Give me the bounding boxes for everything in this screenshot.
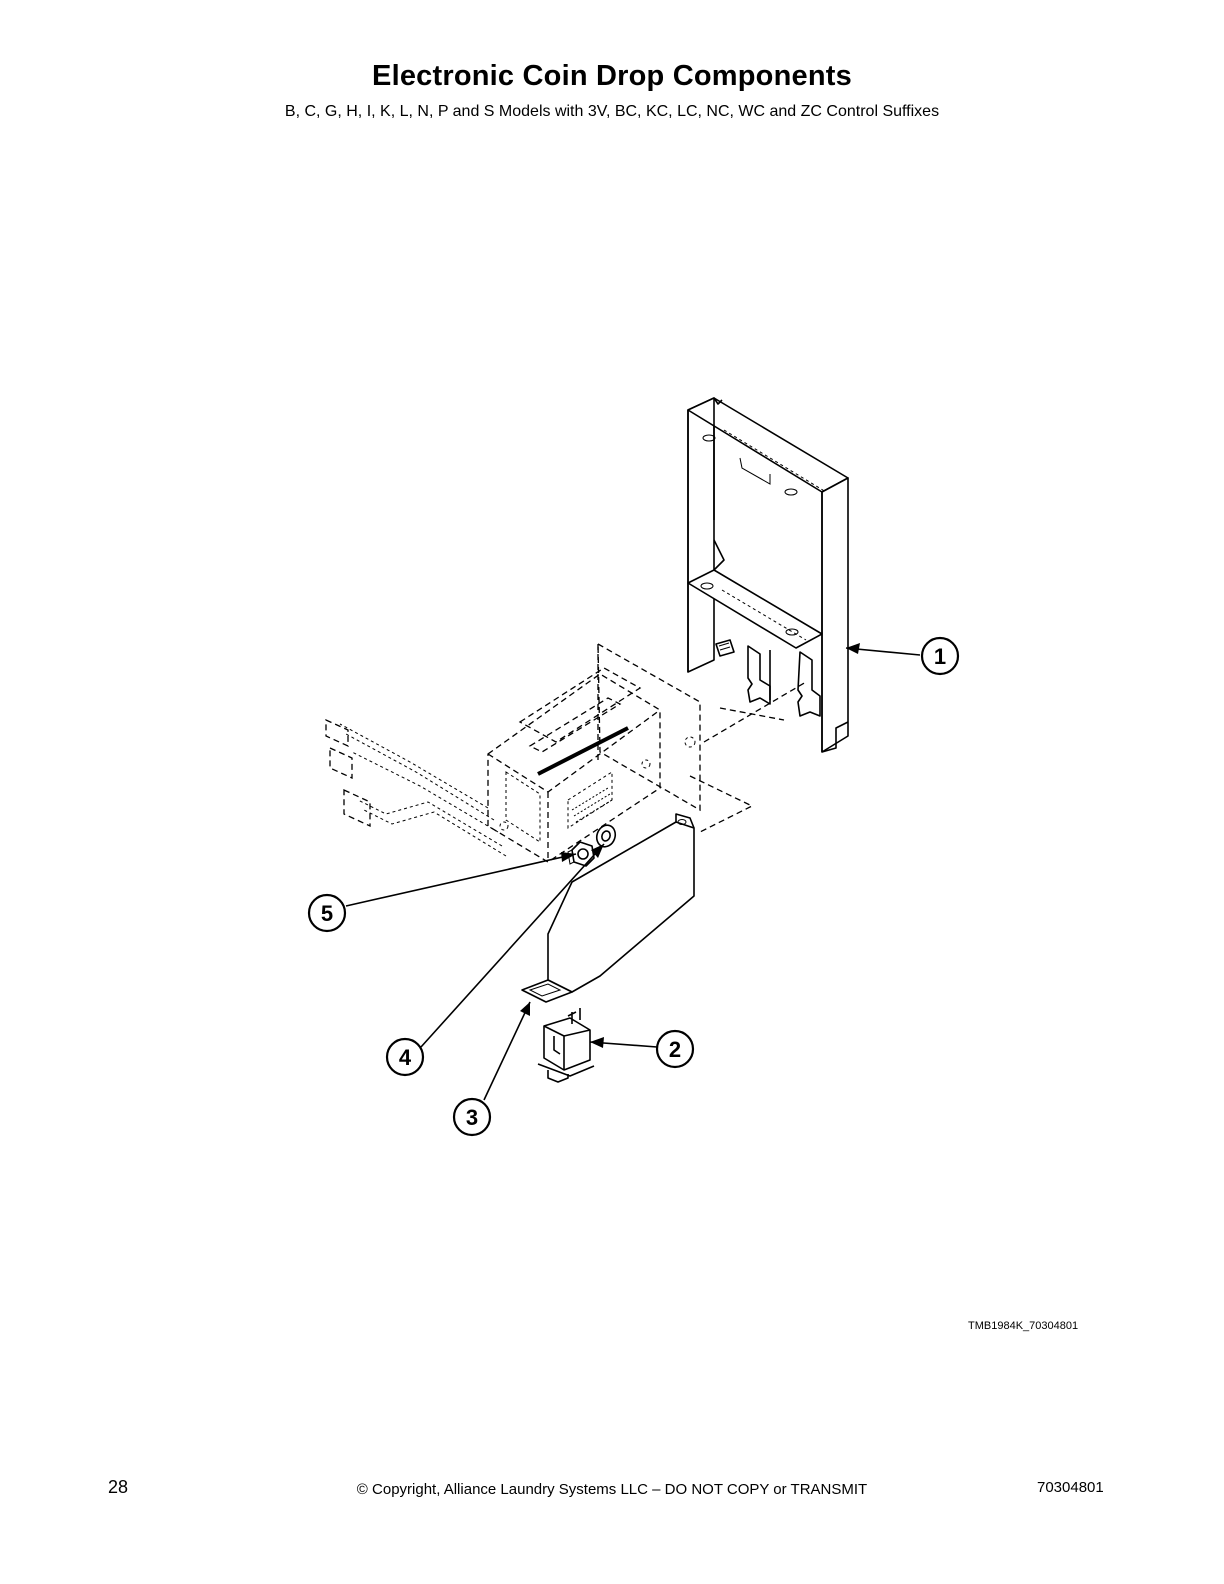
callout-2: 2: [655, 1029, 695, 1069]
part-3-switch-bracket: [521, 813, 695, 1003]
callout-4-label: 4: [399, 1045, 412, 1070]
document-number: 70304801: [1037, 1479, 1104, 1496]
callout-5: 5: [307, 893, 347, 933]
callout-4: 4: [385, 1037, 425, 1077]
control-module-assembly: [325, 642, 701, 863]
alignment-lines: [689, 681, 807, 833]
callout-1: 1: [920, 636, 960, 676]
part-2-micro-switch: [537, 1008, 595, 1083]
callout-2-label: 2: [669, 1037, 681, 1062]
page-number: 28: [108, 1477, 129, 1497]
copyright-notice: © Copyright, Alliance Laundry Systems LL…: [356, 1481, 868, 1498]
callout-3-label: 3: [466, 1105, 478, 1130]
callout-3: 3: [452, 1097, 492, 1137]
callout-5-label: 5: [321, 901, 333, 926]
leader-lines: [345, 643, 921, 1101]
page-title: Electronic Coin Drop Components: [372, 60, 852, 92]
page-subtitle: B, C, G, H, I, K, L, N, P and S Models w…: [284, 103, 940, 120]
part-1-mounting-bracket: [687, 397, 849, 753]
drawing-id: TMB1984K_70304801: [968, 1320, 1079, 1332]
part-4-washer: [595, 824, 617, 848]
callout-1-label: 1: [934, 644, 946, 669]
